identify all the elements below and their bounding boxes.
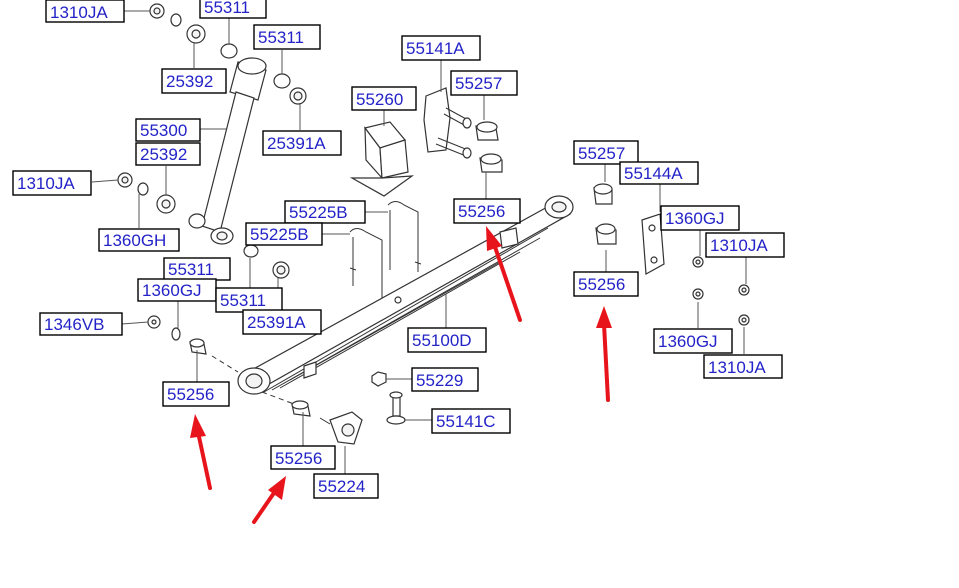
- label-1360gh: 1360GH: [98, 228, 180, 252]
- label-1310ja-top: 1310JA: [45, 0, 125, 23]
- svg-text:1360GJ: 1360GJ: [142, 281, 202, 300]
- svg-text:55260: 55260: [356, 90, 403, 109]
- label-55260: 55260: [351, 86, 417, 111]
- label-55311-d: 55311: [215, 287, 283, 313]
- svg-text:55311: 55311: [220, 291, 266, 310]
- svg-text:1360GJ: 1360GJ: [665, 209, 725, 228]
- label-1310ja-right-a: 1310JA: [705, 232, 785, 258]
- label-55100d: 55100D: [407, 327, 487, 353]
- bump-stopper: [349, 121, 415, 197]
- svg-text:55257: 55257: [578, 144, 625, 163]
- svg-text:55311: 55311: [258, 28, 304, 47]
- label-1310ja-left: 1310JA: [12, 170, 92, 196]
- arrow-right: [596, 306, 612, 402]
- arrow-center: [486, 226, 522, 322]
- svg-text:1310JA: 1310JA: [17, 174, 75, 193]
- label-25391a-b: 25391A: [242, 309, 322, 335]
- label-1346vb: 1346VB: [39, 312, 123, 336]
- label-55300: 55300: [135, 118, 201, 142]
- svg-text:55256: 55256: [458, 202, 505, 221]
- bolt-and-nut: [371, 371, 406, 425]
- leader-lines: [91, 10, 747, 474]
- svg-text:1360GH: 1360GH: [103, 231, 166, 250]
- part-labels: 1310JA 55311 55311 25392 55300 25392 253…: [12, 0, 785, 499]
- svg-text:25391A: 25391A: [267, 134, 326, 153]
- svg-text:55256: 55256: [578, 275, 625, 294]
- svg-text:55141A: 55141A: [406, 39, 465, 58]
- svg-text:55224: 55224: [318, 477, 365, 496]
- label-55141c: 55141C: [431, 408, 511, 434]
- svg-text:55144A: 55144A: [624, 164, 683, 183]
- u-bolts: [349, 201, 422, 298]
- label-55225b-b: 55225B: [245, 222, 323, 246]
- label-55311-b: 55311: [253, 24, 321, 50]
- label-1310ja-right-b: 1310JA: [703, 354, 783, 379]
- svg-text:25392: 25392: [140, 145, 187, 164]
- svg-text:1310JA: 1310JA: [50, 3, 108, 22]
- shackle-bracket: [423, 87, 503, 173]
- label-55256-bottom: 55256: [270, 445, 336, 470]
- label-1360gj-right-b: 1360GJ: [653, 328, 733, 354]
- svg-text:55100D: 55100D: [412, 331, 472, 350]
- label-25392-b: 25392: [135, 142, 201, 166]
- spring-eye-hardware: [147, 315, 363, 445]
- label-55257-a: 55257: [450, 70, 518, 96]
- svg-text:55311: 55311: [168, 260, 214, 279]
- arrow-left: [190, 414, 212, 490]
- label-25391a-a: 25391A: [262, 130, 342, 156]
- svg-text:1346VB: 1346VB: [44, 315, 105, 334]
- svg-text:25391A: 25391A: [247, 313, 306, 332]
- svg-text:1310JA: 1310JA: [710, 236, 768, 255]
- svg-text:55225B: 55225B: [289, 203, 348, 222]
- label-55311-top: 55311: [199, 0, 267, 19]
- shock-absorber: [201, 57, 267, 245]
- label-1360gj-left: 1360GJ: [137, 278, 217, 302]
- red-arrows: [190, 226, 612, 524]
- label-55257-b: 55257: [573, 140, 639, 165]
- label-55144a: 55144A: [619, 161, 699, 185]
- svg-text:1360GJ: 1360GJ: [658, 332, 718, 351]
- svg-text:25392: 25392: [166, 72, 213, 91]
- shackle-plate: [593, 183, 750, 326]
- svg-text:55311: 55311: [204, 0, 250, 17]
- shock-lower-hardware: [117, 172, 290, 279]
- svg-text:1310JA: 1310JA: [708, 358, 766, 377]
- label-55141a: 55141A: [401, 35, 481, 61]
- svg-text:55256: 55256: [167, 385, 214, 404]
- svg-text:55300: 55300: [140, 121, 187, 140]
- svg-text:55257: 55257: [455, 74, 502, 93]
- arrow-bottom: [252, 476, 286, 524]
- label-55225b-a: 55225B: [284, 200, 366, 224]
- label-55311-c: 55311: [163, 257, 231, 281]
- svg-text:55141C: 55141C: [436, 412, 496, 431]
- label-25392-a: 25392: [161, 68, 227, 94]
- label-55256-right: 55256: [573, 271, 639, 297]
- svg-text:55229: 55229: [416, 371, 463, 390]
- svg-text:55225B: 55225B: [250, 225, 309, 244]
- label-1360gj-right: 1360GJ: [660, 205, 740, 231]
- label-55256-center: 55256: [453, 198, 521, 224]
- label-55256-left: 55256: [162, 381, 230, 407]
- label-55224: 55224: [313, 473, 379, 499]
- svg-text:55256: 55256: [275, 449, 322, 468]
- label-55229: 55229: [411, 367, 479, 392]
- shock-top-hardware: [149, 3, 307, 105]
